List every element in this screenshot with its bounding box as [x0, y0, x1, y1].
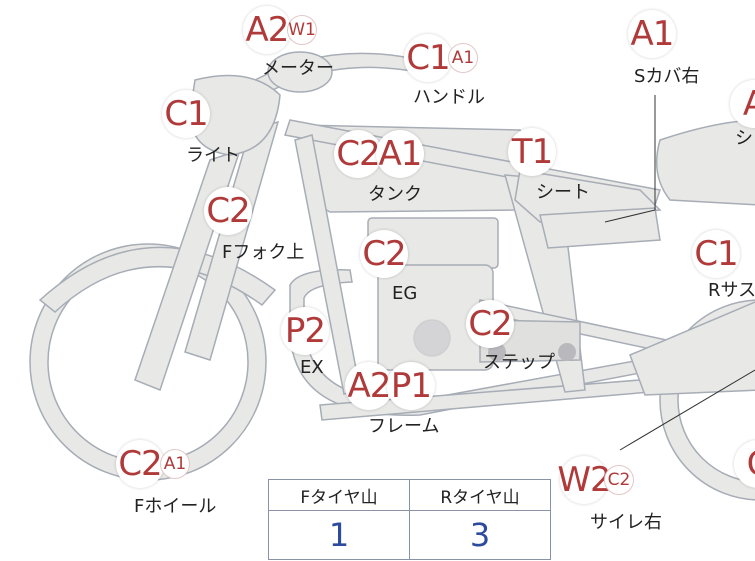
light-code: C1 — [162, 90, 210, 138]
silencer-code: W2 C2 — [557, 456, 634, 504]
f-wheel-code: C2 A1 — [116, 440, 190, 488]
meter-code-sub: W1 — [287, 15, 317, 45]
tire-table-value-row: 1 3 — [268, 510, 551, 560]
ex-code: P2 — [281, 307, 329, 355]
meter-label: メーター — [262, 58, 334, 79]
front-tire-header: Fタイヤ山 — [268, 479, 410, 511]
right-edge-bottom-code: C — [734, 440, 755, 488]
rear-tire-header: Rタイヤ山 — [409, 479, 551, 511]
handle-label: ハンドル — [413, 87, 485, 108]
meter-code: A2 W1 — [243, 6, 317, 54]
front-tire-value: 1 — [268, 510, 410, 560]
right-edge-label: シ — [735, 128, 753, 149]
handle-code: C1 A1 — [404, 34, 478, 82]
frame-label: フレーム — [368, 416, 440, 437]
step-code: C2 — [466, 300, 514, 348]
rear-tire-value: 3 — [409, 510, 551, 560]
step-peg-rear — [558, 343, 576, 361]
frame-code-main2: P1 — [387, 362, 435, 410]
handle-code-sub: A1 — [448, 43, 478, 73]
seat-code-main: T1 — [508, 128, 556, 176]
seat-label: シート — [536, 182, 590, 203]
s-cover-leader — [604, 95, 656, 223]
right-edge-code: A — [730, 80, 755, 128]
exhaust — [289, 269, 647, 416]
tire-tread-table: Fタイヤ山 Rタイヤ山 1 3 — [268, 479, 551, 560]
silencer — [629, 301, 755, 396]
seat-code: T1 — [508, 128, 556, 176]
light-label: ライト — [186, 145, 240, 166]
fork-code: C2 — [204, 187, 252, 235]
ex-label: EX — [300, 357, 324, 378]
right-edge-code-main: A — [730, 80, 755, 128]
s-cover-code: A1 — [628, 10, 676, 58]
eg-code: C2 — [360, 230, 408, 278]
s-cover-label: Sカバ右 — [634, 66, 700, 87]
tank-code: C2 A1 — [334, 130, 424, 178]
fork-code-main: C2 — [204, 187, 252, 235]
headlight — [189, 74, 281, 156]
engine-cover — [413, 319, 451, 357]
step-code-main: C2 — [466, 300, 514, 348]
tank-code-main2: A1 — [376, 130, 424, 178]
r-sus-code-main: C1 — [692, 230, 740, 278]
ex-code-main: P2 — [281, 307, 329, 355]
meter — [267, 51, 333, 93]
meter-code-main: A2 — [243, 6, 291, 54]
light-code-main: C1 — [162, 90, 210, 138]
silencer-label: サイレ右 — [590, 512, 662, 533]
s-cover-code-main: A1 — [628, 10, 676, 58]
handle-code-main: C1 — [404, 34, 452, 82]
frame-code: A2 P1 — [345, 362, 435, 410]
eg-code-main: C2 — [360, 230, 408, 278]
rear-cowl — [655, 119, 755, 206]
step-label: ステップ — [483, 352, 555, 373]
tank-label: タンク — [368, 184, 422, 205]
r-sus-code: C1 — [692, 230, 740, 278]
eg-label: EG — [392, 283, 418, 304]
silencer-leader — [619, 369, 755, 451]
side-cover — [539, 207, 661, 249]
tire-table-header-row: Fタイヤ山 Rタイヤ山 — [268, 479, 551, 511]
silencer-code-main: W2 — [557, 456, 612, 504]
frame-code-main1: A2 — [345, 362, 393, 410]
f-wheel-label: Fホイール — [134, 496, 217, 517]
right-edge-bottom-code-main: C — [734, 440, 755, 488]
f-wheel-code-main: C2 — [116, 440, 164, 488]
f-wheel-code-sub: A1 — [160, 449, 190, 479]
silencer-code-sub: C2 — [604, 465, 634, 495]
r-sus-label: Rサス — [708, 280, 755, 301]
fork-label: Fフォク上 — [222, 242, 305, 263]
tank-code-main1: C2 — [334, 130, 382, 178]
